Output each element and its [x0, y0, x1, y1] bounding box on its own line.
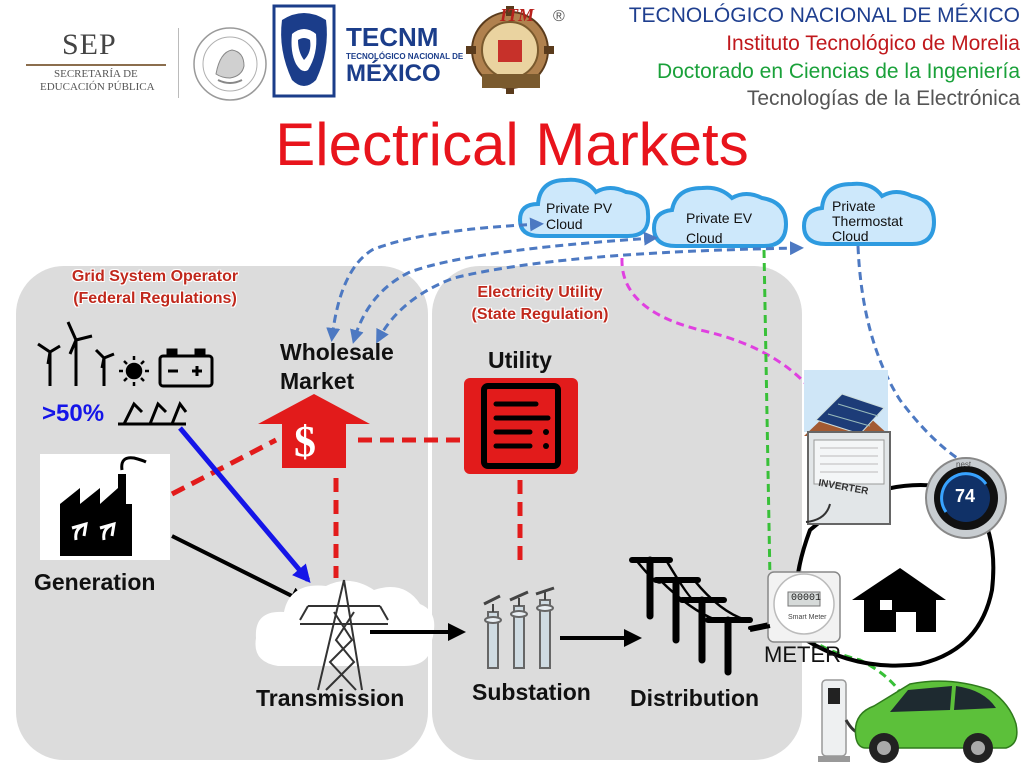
- cloud-thermostat-label-line3: Cloud: [832, 228, 869, 244]
- transmission-tower-icon: [255, 579, 435, 691]
- inverter-icon: [805, 431, 891, 525]
- itm-logo-text: ITM: [500, 5, 535, 25]
- distribution-poles-icon: [629, 556, 782, 676]
- blue-flow-renewables-transmission: [178, 426, 311, 584]
- tecnm-emblem-icon: [270, 2, 338, 100]
- sep-logo-rule: [26, 64, 166, 66]
- mini-towers-icon: [118, 400, 188, 426]
- red-link-generation-wholesale: [170, 437, 278, 497]
- flow-generation-transmission: [171, 534, 308, 604]
- wholesale-market-label-line1: Wholesale: [280, 339, 394, 365]
- utility-panel: [432, 266, 802, 760]
- battery-icon: [158, 348, 214, 388]
- smart-meter-label: Smart Meter: [788, 614, 827, 621]
- cloud-pv-label-line2: Cloud: [546, 216, 583, 232]
- factory-icon: [40, 454, 170, 560]
- utility-label: Utility: [488, 347, 552, 373]
- institution-line-tecnm: TECNOLÓGICO NACIONAL DE MÉXICO: [628, 4, 1020, 27]
- wholesale-market-label-line2: Market: [280, 368, 355, 394]
- tecnm-logo-line3: MÉXICO: [346, 60, 441, 87]
- itm-logo-icon: [466, 6, 554, 94]
- mexico-seal-icon: [193, 27, 267, 101]
- sun-icon: [119, 356, 149, 386]
- ev-charger-icon: [818, 679, 874, 762]
- dashed-link-pv-cloud-to-solar: [620, 257, 828, 411]
- utility-document-icon: [464, 378, 578, 474]
- dollar-sign: $: [294, 417, 316, 466]
- dashed-link-thermostat-to-utility: [376, 241, 804, 344]
- tecnm-logo: TECNM TECNOLÓGICO NACIONAL DE MÉXICO: [268, 0, 463, 104]
- tecnm-logo-line1: TECNM: [346, 22, 439, 52]
- renewables-share-label: >50%: [42, 400, 105, 427]
- grid-operator-label: Grid System Operator (Federal Regulation…: [40, 266, 270, 310]
- registered-mark: ®: [553, 8, 565, 25]
- meter-reading: 00001: [791, 593, 822, 604]
- sep-logo-text: SEP: [62, 28, 117, 61]
- dashed-link-pv-to-wholesale: [326, 217, 544, 342]
- smart-meter-icon: [767, 571, 841, 643]
- cloud-pv-label: Private PV Cloud: [546, 200, 612, 232]
- dashed-link-ev-to-wholesale: [350, 231, 658, 344]
- grid-operator-label-line1: Grid System Operator: [71, 268, 239, 285]
- sep-subtitle-line2: EDUCACIÓN PÚBLICA: [40, 81, 155, 93]
- transmission-label: Transmission: [256, 685, 405, 711]
- meter-label: METER: [764, 642, 841, 667]
- sep-logo: SEP SECRETARÍA DE EDUCACIÓN PÚBLICA: [22, 28, 172, 98]
- substation-label: Substation: [472, 679, 591, 705]
- institution-line-program: Doctorado en Ciencias de la Ingeniería: [656, 60, 1020, 83]
- sep-subtitle-line1: SECRETARÍA DE: [54, 68, 138, 80]
- substation-icon: [483, 586, 555, 669]
- header-divider: [178, 28, 179, 98]
- thermostat-brand: nest: [956, 460, 972, 469]
- cloud-private-thermostat: [801, 181, 937, 246]
- wire-distribution-meter: [749, 624, 771, 632]
- cloud-thermostat-label-line1: Private: [832, 198, 876, 214]
- tecnm-logo-line2: TECNOLÓGICO NACIONAL DE: [346, 52, 464, 61]
- wholesale-market-house-icon: [258, 394, 370, 468]
- distribution-label: Distribution: [630, 685, 760, 711]
- cloud-thermostat-label: Private Thermostat Cloud: [832, 199, 903, 244]
- cloud-private-ev: [651, 185, 789, 248]
- cloud-ev-label-line2: Cloud: [686, 230, 723, 246]
- grid-operator-label-line2: (Federal Regulations): [73, 290, 237, 307]
- thermostat-icon: [925, 457, 1007, 539]
- cloud-private-pv: [517, 177, 651, 238]
- wholesale-market-label: Wholesale Market: [280, 338, 394, 396]
- cloud-thermostat-label-line2: Thermostat: [832, 213, 903, 229]
- wind-turbines-icon: [37, 321, 115, 386]
- thermostat-value: 74: [955, 486, 976, 506]
- generation-label: Generation: [34, 569, 156, 595]
- cloud-pv-label-line1: Private PV: [546, 200, 613, 216]
- cloud-ev-label-line1: Private EV: [686, 210, 753, 226]
- slide-title: Electrical Markets: [275, 111, 749, 178]
- solar-roof-icon: [804, 370, 890, 436]
- electric-car-icon: [854, 680, 1018, 763]
- house-icon: [852, 568, 946, 632]
- institution-line-field: Tecnologías de la Electrónica: [746, 87, 1020, 110]
- cloud-ev-label: Private EV Cloud: [686, 210, 752, 246]
- institution-line-itm: Instituto Tecnológico de Morelia: [726, 32, 1020, 55]
